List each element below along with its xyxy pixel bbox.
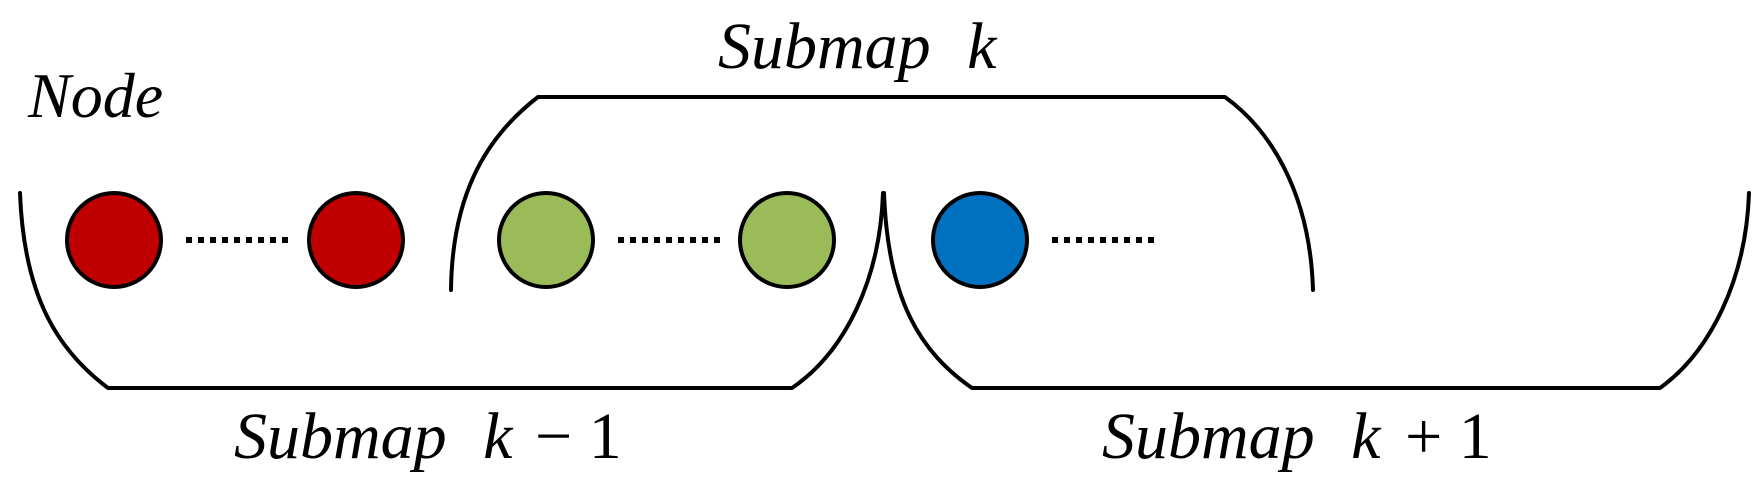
submap-k-plus-1-op: + bbox=[1405, 400, 1442, 473]
submap-k-label: Submap k bbox=[718, 10, 998, 83]
submap-k-plus-1-num: 1 bbox=[1459, 400, 1492, 473]
submap-k-minus-1-node-2 bbox=[307, 191, 405, 289]
submap-k-plus-1-index: k bbox=[1351, 400, 1382, 473]
submap-k-plus-1-bracket bbox=[882, 191, 1751, 390]
submap-k-minus-1-label: Submap k − 1 bbox=[234, 400, 622, 473]
submap-k-word: Submap bbox=[718, 10, 931, 83]
submap-k-minus-1-num: 1 bbox=[589, 400, 622, 473]
submap-k-plus-1-label: Submap k + 1 bbox=[1102, 400, 1492, 473]
node-label: Node bbox=[27, 60, 163, 131]
submap-k-minus-1-node-1 bbox=[65, 191, 163, 289]
submap-k-minus-1-index: k bbox=[483, 400, 514, 473]
submap-k-index: k bbox=[967, 10, 998, 83]
submap-k-minus-1-word: Submap bbox=[234, 400, 447, 473]
submap-k-node-2 bbox=[738, 191, 836, 289]
submap-k-minus-1-op: − bbox=[535, 400, 572, 473]
submap-k-bracket bbox=[449, 95, 1315, 292]
submap-k-plus-1-word: Submap bbox=[1102, 400, 1315, 473]
submap-k-minus-1-bracket bbox=[18, 191, 885, 390]
submap-k-plus-1-node-1 bbox=[931, 191, 1029, 289]
submap-k-node-1 bbox=[497, 191, 595, 289]
